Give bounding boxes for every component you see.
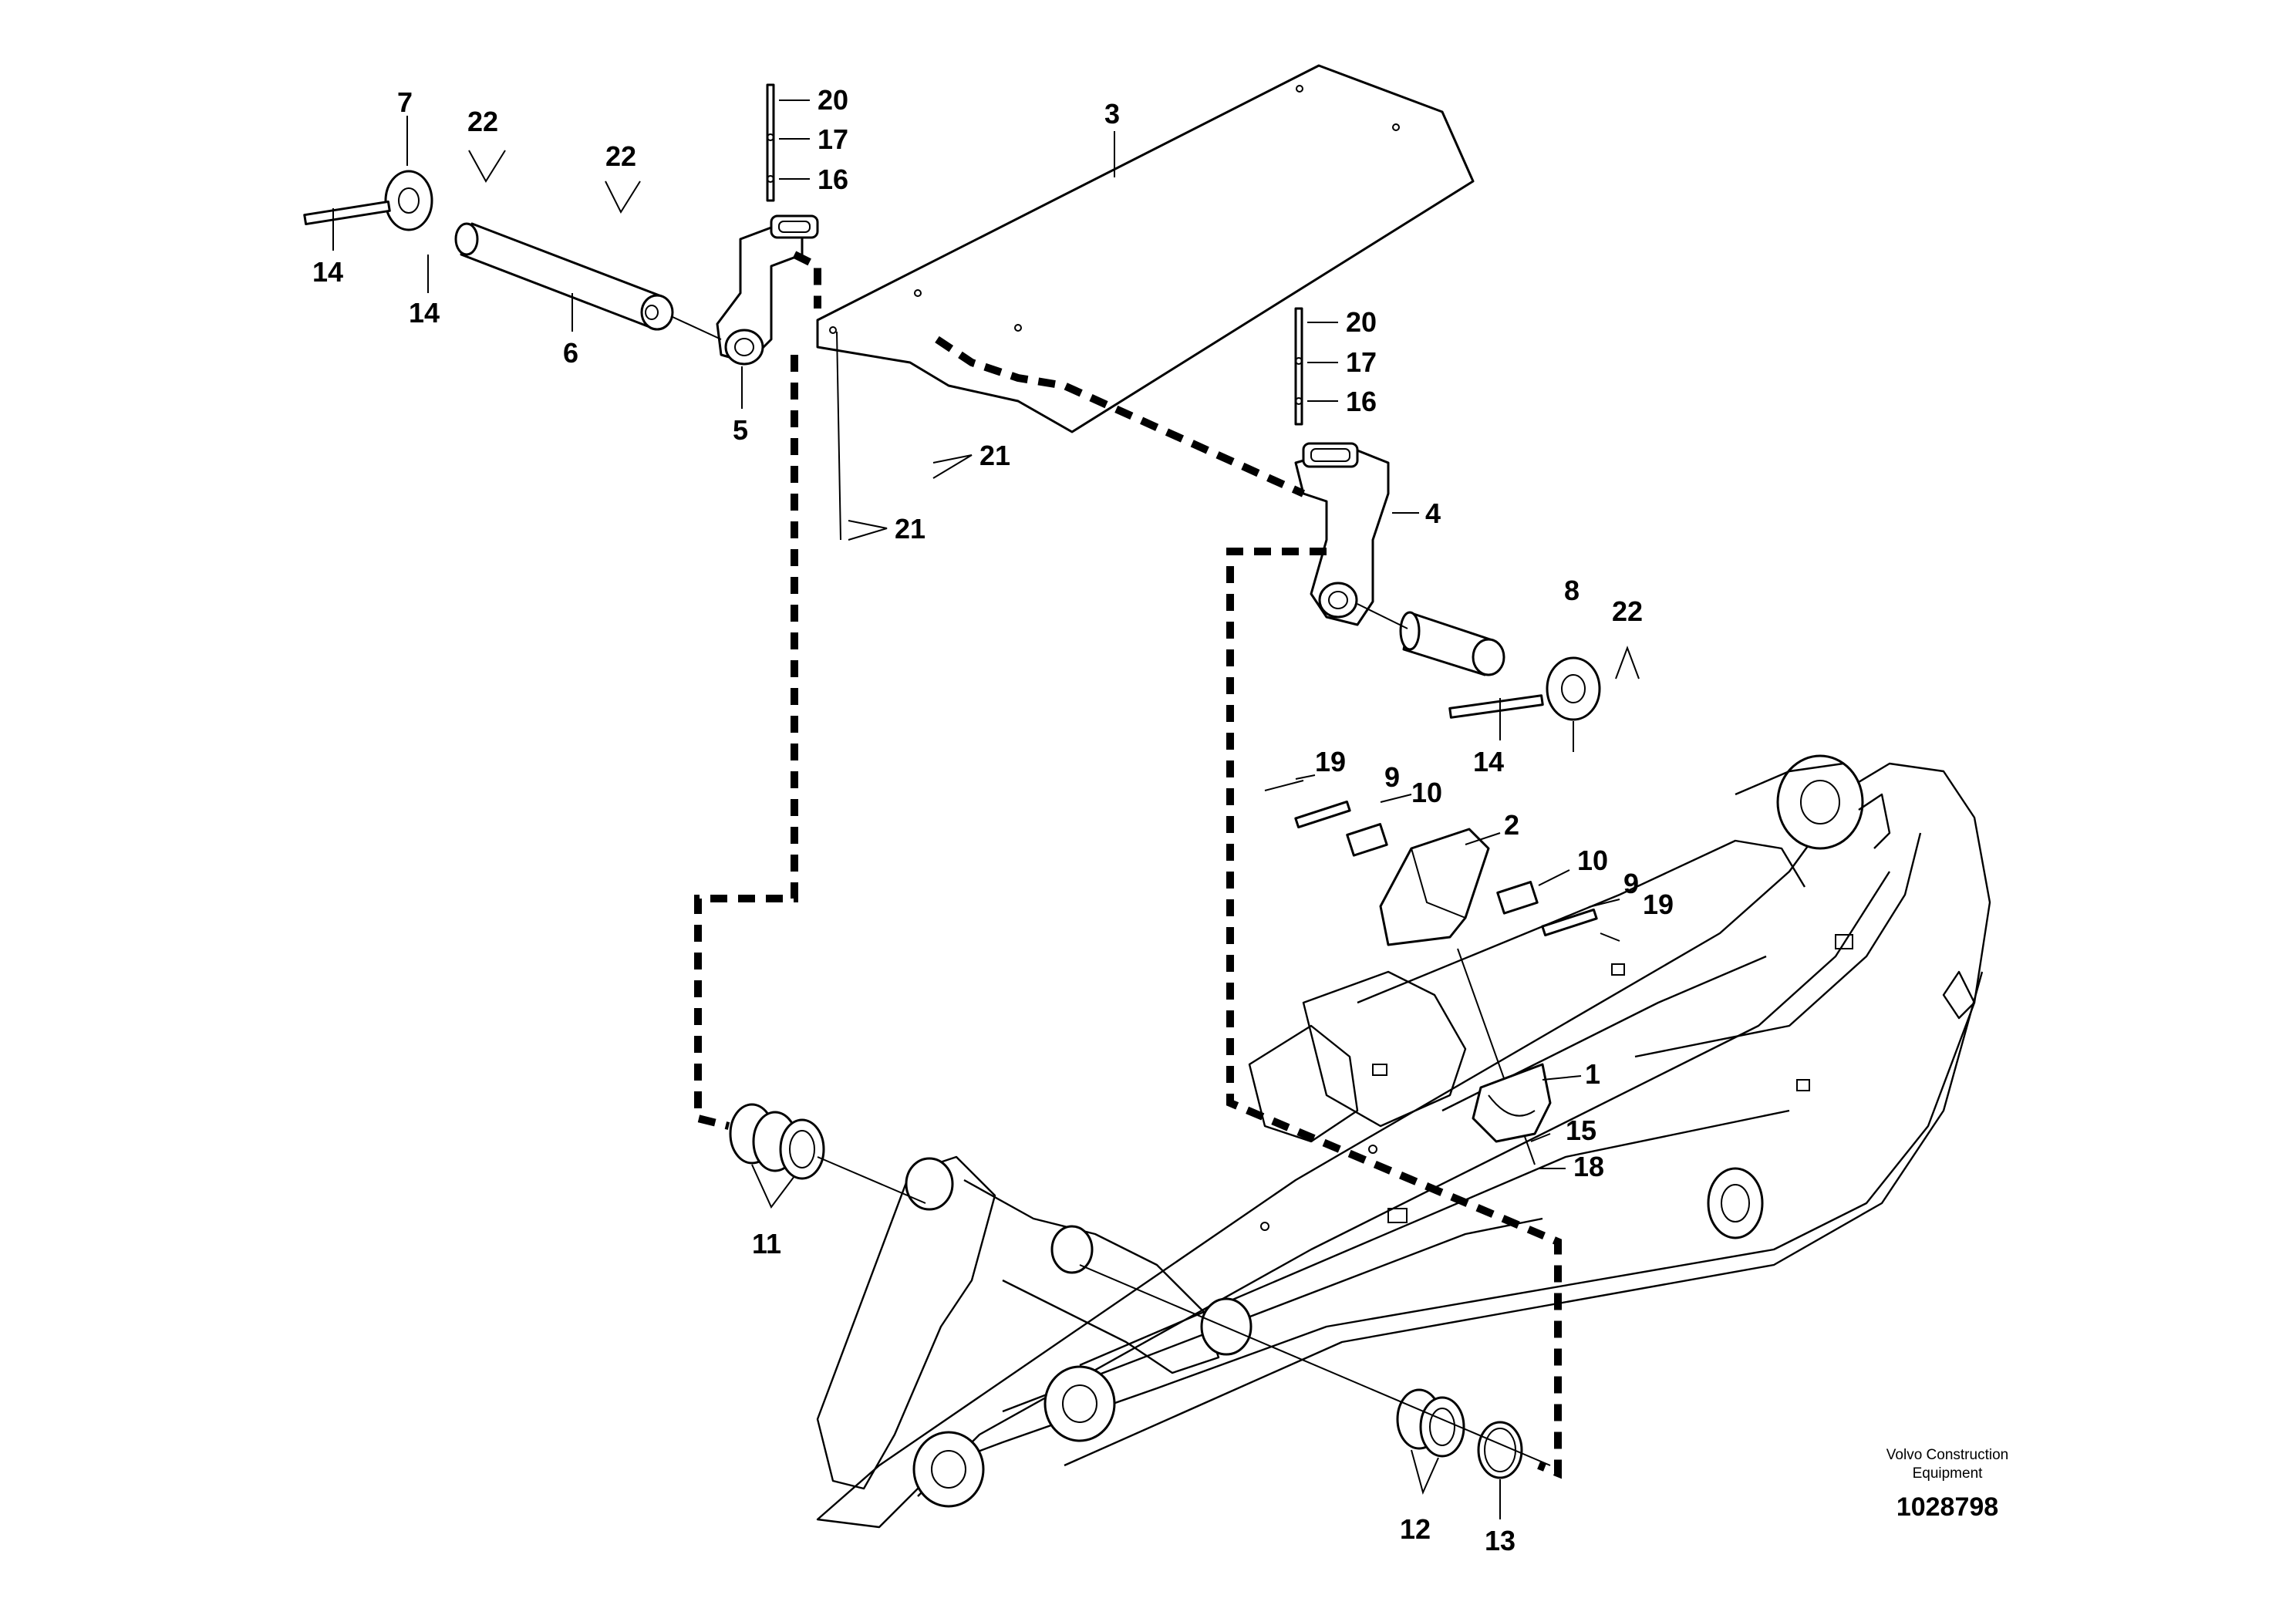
hose-routing-left [694,251,821,1130]
boom-assembly [816,754,1991,1529]
callout-10-a: 10 [1411,777,1442,808]
hose-routing-right [935,336,1562,1479]
callout-21-a: 21 [979,440,1010,471]
callout-15: 15 [1566,1114,1596,1146]
callout-5: 5 [733,414,748,446]
callout-9-a: 9 [1384,761,1400,793]
callout-6: 6 [563,337,578,369]
cover-plate [816,64,1475,433]
document-number: 1028798 [1896,1492,1998,1522]
callout-9-b: 9 [1623,868,1639,899]
callout-12: 12 [1400,1513,1431,1545]
bolt-stack-lower [1294,307,1303,426]
credit-line-1: Volvo Construction [1886,1447,2008,1463]
callout-16-b: 16 [1346,386,1377,417]
callout-22-b: 22 [605,140,636,172]
callout-20-b: 20 [1346,306,1377,338]
callout-19-b: 19 [1643,889,1674,920]
washer-7 [303,170,433,231]
bracket-4 [1294,442,1390,626]
callout-1: 1 [1585,1058,1600,1090]
callout-8: 8 [1564,575,1580,606]
callout-2: 2 [1504,809,1519,841]
pin-6 [454,222,722,340]
bracket-5 [716,214,819,366]
callout-18: 18 [1573,1151,1604,1182]
callout-20-a: 20 [818,84,848,116]
callout-10-b: 10 [1577,845,1608,876]
callout-17-a: 17 [818,123,848,155]
holder-2 [1264,780,1620,1165]
clamp-1 [1472,1063,1552,1143]
rings-12 [1396,1388,1465,1458]
callout-labels: 7 22 22 14 14 6 5 20 17 16 3 21 21 20 17… [312,84,1674,1556]
callout-17-b: 17 [1346,346,1377,378]
callout-14-c: 14 [1473,746,1504,777]
callout-14-b: 14 [409,297,440,329]
callout-4: 4 [1425,497,1441,529]
callout-16-a: 16 [818,164,848,195]
callout-22-c: 22 [1612,595,1643,627]
callout-7: 7 [397,86,413,118]
callout-3: 3 [1104,98,1120,130]
rings-11 [729,1103,926,1204]
leader-lines [332,99,1640,1519]
bolt-stack-upper [766,83,841,541]
callout-14-a: 14 [312,256,343,288]
credit-block: Volvo Construction Equipment 1028798 [1886,1447,2008,1522]
callout-13: 13 [1485,1525,1515,1556]
pin-8 [1357,603,1601,721]
callout-11: 11 [752,1228,781,1259]
callout-22-a: 22 [467,106,498,137]
credit-line-2: Equipment [1913,1465,1984,1482]
callout-21-b: 21 [895,513,925,545]
callout-19-a: 19 [1315,746,1346,777]
